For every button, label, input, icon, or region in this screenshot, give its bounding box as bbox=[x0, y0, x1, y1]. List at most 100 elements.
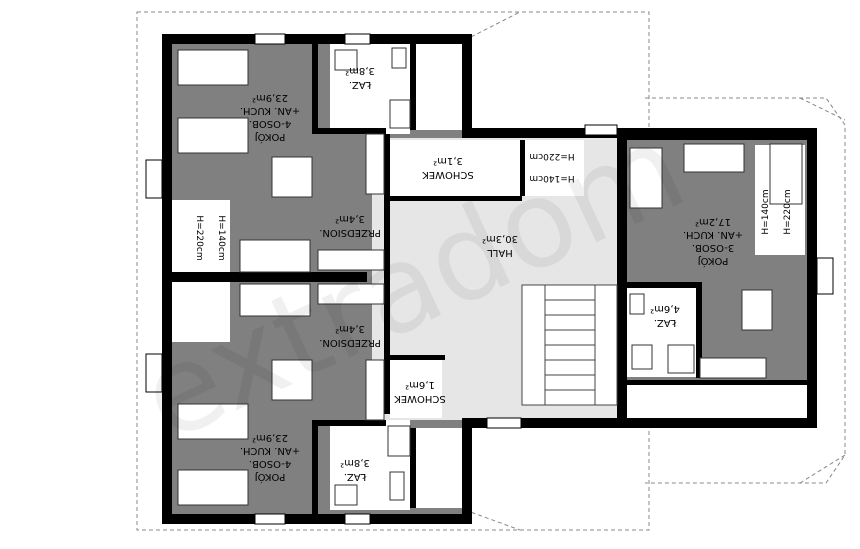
window-hall-bottom bbox=[486, 417, 522, 429]
bed bbox=[177, 117, 249, 154]
label-bath-bottom: ŁAZ. 3,8m² bbox=[340, 457, 370, 482]
kitchenette bbox=[365, 133, 385, 195]
wall-bottom-left bbox=[162, 514, 465, 524]
wall-mid-left bbox=[172, 272, 367, 282]
kitchenette bbox=[699, 357, 767, 379]
room-area: 23,9m² bbox=[252, 92, 288, 103]
window-left-bottom bbox=[145, 353, 163, 393]
height-label: H=140cm bbox=[529, 173, 574, 183]
wall-left-wing-bottom-right bbox=[462, 422, 472, 524]
windows bbox=[145, 33, 834, 525]
room-extra: +AN. KUCH. bbox=[240, 105, 300, 116]
room-area: 3,8m² bbox=[345, 65, 375, 76]
height-label: H=220cm bbox=[783, 189, 793, 234]
heights-left: H=140cm H=220cm bbox=[194, 215, 226, 260]
right-wing-strip bbox=[627, 385, 807, 420]
room-area: 3,4m² bbox=[335, 213, 365, 224]
wall-bath-top-left bbox=[312, 44, 318, 134]
room-area: 30,3m² bbox=[482, 233, 518, 244]
room-name: ŁAZ. bbox=[349, 79, 373, 90]
shower bbox=[387, 425, 411, 457]
wall-right bbox=[807, 128, 817, 428]
height-label: H=220cm bbox=[194, 215, 204, 260]
shaft-top bbox=[410, 44, 462, 130]
room-area: 3,8m² bbox=[340, 457, 370, 468]
roof-ridge-right-top bbox=[799, 97, 846, 121]
shaft-bottom bbox=[410, 428, 462, 508]
walls bbox=[162, 34, 817, 524]
label-room-top-left: POKÓJ 4-OSOB. +AN. KUCH. 23,9m² bbox=[240, 92, 300, 144]
wall-left-wing-top-right bbox=[462, 34, 472, 136]
wardrobe bbox=[317, 283, 385, 305]
roof-ridge-bottom bbox=[464, 509, 521, 531]
toilet bbox=[334, 49, 358, 71]
wardrobe bbox=[317, 249, 385, 271]
room-area: 3,1m² bbox=[433, 155, 463, 166]
wall-right-bottom bbox=[617, 418, 817, 428]
wall-shaft-top bbox=[410, 44, 416, 130]
room-name: SCHOWEK bbox=[394, 393, 446, 404]
room-name: ŁAZ. bbox=[654, 317, 678, 328]
room-area: 17,2m² bbox=[695, 216, 731, 227]
height-annotations: H=140cm H=220cm H=140cm H=220cm H=140cm … bbox=[194, 151, 793, 261]
room-type: 3-OSOB. bbox=[692, 242, 734, 253]
staircase bbox=[521, 284, 618, 406]
roof-outline-right bbox=[645, 97, 846, 484]
sink bbox=[391, 47, 407, 69]
wall-hall-top bbox=[462, 128, 620, 138]
bed bbox=[239, 239, 311, 273]
storage-top-floor bbox=[390, 140, 522, 196]
shower bbox=[389, 99, 411, 129]
bed bbox=[629, 147, 663, 209]
shower bbox=[667, 344, 695, 374]
label-storage-top: SCHOWEK 3,1m² bbox=[422, 155, 474, 180]
label-room-right: POKÓJ 3-OSOB. +AN. KUCH. 17,2m² bbox=[683, 216, 743, 268]
room-name: POKÓJ bbox=[255, 471, 286, 484]
room-type: 4-OSOB. bbox=[249, 458, 291, 469]
window-hall-top bbox=[584, 124, 618, 136]
wall-bath-right-top bbox=[618, 282, 700, 288]
wall-right-top bbox=[617, 128, 817, 140]
wall-shaft-bottom bbox=[410, 428, 416, 508]
label-hall: HALL 30,3m² bbox=[482, 233, 518, 258]
low-area-top bbox=[172, 200, 230, 272]
label-bath-top: ŁAZ. 3,8m² bbox=[345, 65, 375, 90]
bed bbox=[683, 143, 745, 173]
roof-ridge-top bbox=[464, 11, 521, 41]
room-name: POKÓJ bbox=[698, 255, 729, 268]
wall-top-left bbox=[162, 34, 465, 44]
sink bbox=[629, 293, 645, 315]
window-bottom-left bbox=[254, 513, 286, 525]
wall-left bbox=[162, 34, 172, 524]
room-name: PRZEDSION. bbox=[319, 227, 381, 238]
furniture bbox=[177, 47, 803, 506]
toilet bbox=[334, 484, 358, 506]
wall-storage-bottom bbox=[390, 355, 445, 360]
bed bbox=[769, 143, 803, 205]
sink bbox=[389, 471, 405, 501]
label-vestibule-top: PRZEDSION. 3,4m² bbox=[319, 213, 381, 238]
low-area-bottom bbox=[172, 282, 230, 342]
wall-hall-bottom bbox=[462, 418, 620, 428]
wall-bath-right-side bbox=[696, 282, 702, 378]
room-labels: POKÓJ 4-OSOB. +AN. KUCH. 23,9m² ŁAZ. 3,8… bbox=[240, 65, 743, 484]
bed bbox=[177, 469, 249, 506]
wall-vestibule-right bbox=[384, 134, 390, 414]
room-name: SCHOWEK bbox=[422, 169, 474, 180]
room-area: 4,6m² bbox=[650, 303, 680, 314]
room-extra: +AN. KUCH. bbox=[240, 445, 300, 456]
window-top-left bbox=[254, 33, 286, 45]
heights-right: H=140cm H=220cm bbox=[761, 189, 793, 234]
table bbox=[271, 359, 313, 401]
window-bath-top bbox=[344, 33, 371, 45]
bed bbox=[177, 49, 249, 86]
room-name: HALL bbox=[487, 247, 513, 258]
toilet bbox=[631, 344, 653, 370]
room-type: 4-OSOB. bbox=[249, 118, 291, 129]
low-area-hall bbox=[522, 140, 584, 196]
room-extra: +AN. KUCH. bbox=[683, 229, 743, 240]
heights-hall: H=140cm H=220cm bbox=[529, 151, 574, 183]
room-name: POKÓJ bbox=[255, 131, 286, 144]
label-vestibule-bottom: PRZEDSION. 3,4m² bbox=[319, 323, 381, 348]
